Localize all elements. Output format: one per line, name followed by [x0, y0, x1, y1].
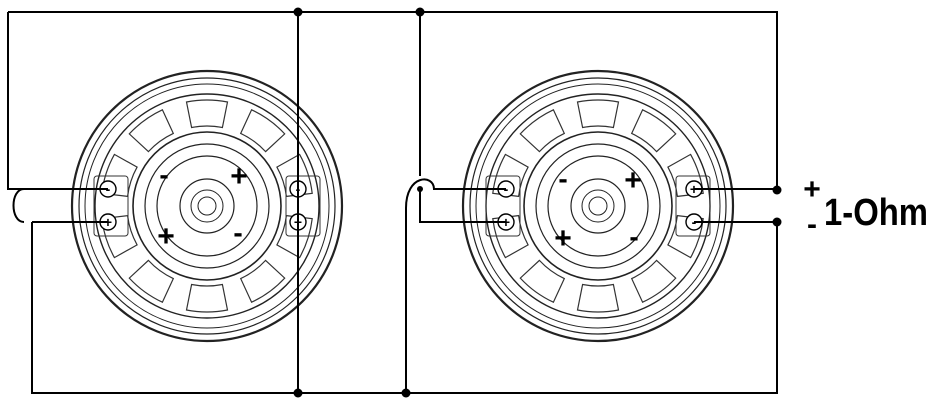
basket-window: [519, 109, 566, 153]
junction-dot: [772, 217, 782, 227]
basket-window: [519, 259, 566, 303]
basket-window: [276, 153, 313, 198]
wire-left-outer: [7, 12, 24, 190]
polarity-mark: -: [159, 159, 168, 190]
basket-window: [128, 109, 175, 153]
output-minus-label: -: [807, 208, 817, 241]
junction-dot: [417, 186, 423, 192]
basket-window: [239, 109, 286, 153]
terminal-sign: -: [106, 181, 111, 197]
polarity-mark: -: [629, 221, 638, 252]
output-plus-label: +: [803, 173, 821, 206]
impedance-label: 1-Ohm: [824, 192, 928, 234]
junction-dot: [401, 388, 411, 398]
wire-out-plus: [694, 188, 778, 190]
basket-window: [185, 283, 229, 313]
junction-dot: [293, 388, 303, 398]
junction-dot: [772, 185, 782, 195]
basket-window: [492, 153, 529, 198]
polarity-mark: +: [157, 220, 175, 253]
basket-window: [667, 153, 704, 198]
basket-window: [128, 259, 175, 303]
speaker-left: - + - + - + + -: [70, 69, 344, 343]
basket-window: [276, 214, 313, 259]
polarity-mark: +: [230, 160, 248, 193]
basket-window: [576, 99, 620, 129]
basket-window: [630, 109, 677, 153]
wiring: [7, 7, 782, 398]
junction-dot: [415, 7, 425, 17]
polarity-mark: -: [233, 217, 242, 248]
polarity-mark: +: [554, 222, 572, 255]
wire-hop: [405, 178, 506, 209]
basket-window: [492, 214, 529, 259]
wire-top-bus: [8, 11, 778, 190]
junction-dot: [293, 7, 303, 17]
speaker-right: - + + - - + + -: [461, 69, 735, 343]
polarity-mark: +: [624, 164, 642, 197]
terminal-sign: -: [504, 181, 509, 197]
polarity-mark: -: [558, 163, 567, 194]
basket-window: [239, 259, 286, 303]
wire-right-terminal-b: [419, 189, 506, 223]
basket-window: [630, 259, 677, 303]
wire-left-loop: [12, 188, 25, 223]
basket-window: [576, 283, 620, 313]
basket-window: [185, 99, 229, 129]
